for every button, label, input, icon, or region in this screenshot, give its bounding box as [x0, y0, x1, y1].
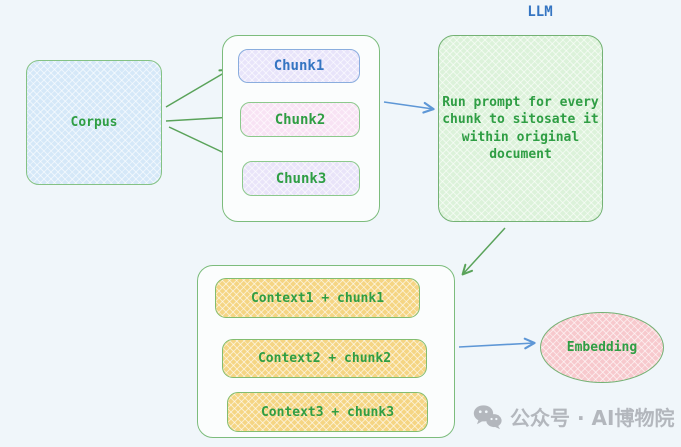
context1-node: Context1 + chunk1	[215, 278, 420, 318]
arrow-chunks-to-llm	[383, 101, 435, 114]
chunk3-node: Chunk3	[242, 161, 360, 196]
llm-title: LLM	[527, 4, 553, 20]
context3-label: Context3 + chunk3	[260, 404, 395, 420]
arrow-contexts-to-embedding	[458, 337, 536, 350]
embedding-node: Embedding	[540, 312, 664, 383]
chunk1-node: Chunk1	[238, 49, 360, 83]
llm-node: Run prompt for every chunk to sitosate i…	[438, 35, 603, 222]
arrow-corpus-to-chunk1	[165, 68, 231, 108]
arrow-llm-to-contexts	[461, 227, 506, 276]
context1-label: Context1 + chunk1	[250, 290, 385, 306]
watermark-text: 公众号 · AI博物院	[510, 406, 675, 430]
corpus-node: Corpus	[26, 60, 162, 185]
context3-node: Context3 + chunk3	[227, 392, 428, 432]
llm-body-text: Run prompt for every chunk to sitosate i…	[442, 95, 599, 162]
chunk3-label: Chunk3	[275, 170, 327, 187]
embedding-label: Embedding	[566, 340, 638, 355]
context2-label: Context2 + chunk2	[257, 351, 392, 366]
chunk1-label: Chunk1	[273, 58, 325, 74]
chunk2-label: Chunk2	[274, 111, 326, 128]
context2-node: Context2 + chunk2	[222, 339, 427, 378]
corpus-label: Corpus	[70, 115, 118, 130]
wechat-icon	[473, 404, 502, 430]
chunk2-node: Chunk2	[240, 102, 360, 137]
watermark: 公众号 · AI博物院	[473, 402, 674, 431]
